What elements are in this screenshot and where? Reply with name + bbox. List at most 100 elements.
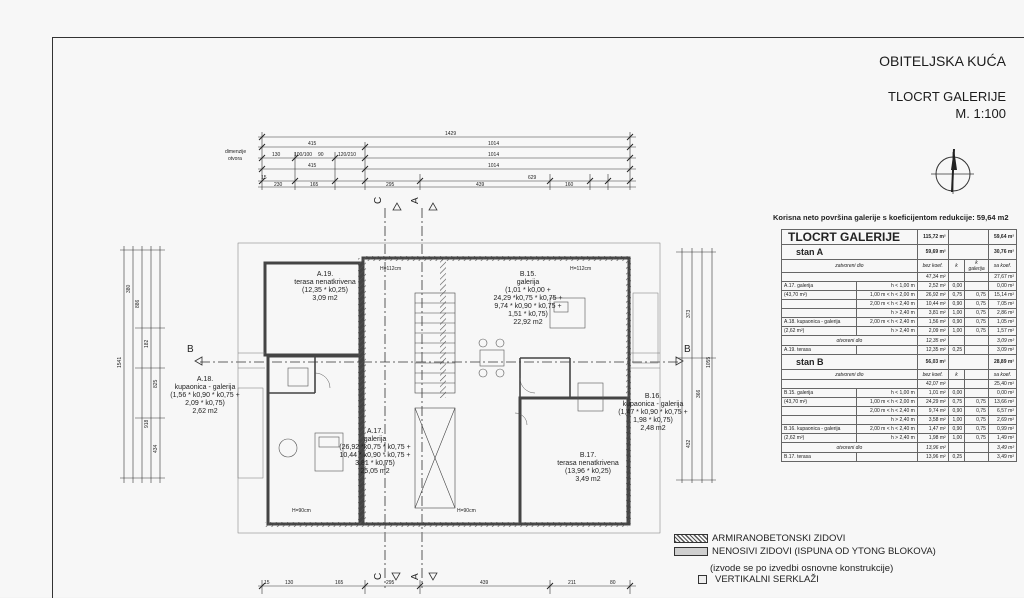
table-cell: [964, 388, 989, 398]
table-cell: [780, 415, 858, 425]
table-cell: 13,66 m²: [987, 397, 1018, 407]
table-cell: 12,35 m²: [916, 345, 949, 355]
dim-top-total: 1429: [445, 131, 456, 137]
room-label-a18: A.18. kupaonica - galerija (1,56 * k0,90…: [170, 376, 240, 415]
dim-right-b: 366: [696, 389, 702, 398]
table-cell: (43,70 m²): [780, 290, 858, 300]
legend-label-concrete: ARMIRANOBETONSKI ZIDOVI: [712, 532, 846, 544]
table-cell: 42,07 m²: [916, 379, 949, 389]
dim-top-r4-b: 230: [274, 182, 283, 188]
table-cell: k: [947, 369, 966, 380]
dim-top-r2-a: 130: [272, 152, 281, 158]
table-cell: 59,69 m²: [916, 244, 949, 260]
table-cell: k galerija: [964, 259, 989, 273]
table-cell: h < 1,00 m: [856, 388, 918, 398]
dim-top-r1-b: 1014: [488, 141, 499, 147]
table-cell: 1,00 m < h < 2,00 m: [856, 397, 918, 407]
wall-hatch: [265, 256, 631, 527]
table-cell: 3,81 m²: [916, 308, 949, 318]
dim-top-r1-a: 415: [308, 141, 317, 147]
dim-left-a: 380: [126, 284, 132, 293]
table-cell: 1,05 m²: [987, 317, 1018, 327]
table-cell: 0,75: [964, 326, 989, 336]
table-cell: 1,00 m < h < 2,00 m: [856, 290, 918, 300]
dim-top-r4-f: 160: [565, 182, 574, 188]
room-label-b15: B.15. galerija (1,01 * k0,00 + 24,29 *k0…: [493, 271, 563, 326]
table-cell: 3,58 m²: [916, 415, 949, 425]
table-cell: 28,89 m²: [987, 354, 1018, 370]
table-cell: stan B: [781, 354, 918, 370]
table-cell: [964, 281, 989, 291]
table-cell: 0,90: [947, 424, 966, 434]
table-cell: A.17. galerija: [780, 281, 858, 291]
table-cell: [964, 335, 989, 346]
table-cell: 0,25: [947, 452, 966, 462]
table-cell: h > 2,40 m: [856, 308, 918, 318]
table-cell: (43,70 m²): [780, 397, 858, 407]
table-cell: sa koef.: [987, 259, 1018, 273]
floor-plan: 1429 415 1014 130 100/100 90 120/210 101…: [117, 131, 716, 594]
dim-left-c: 182: [144, 339, 150, 348]
door-swings: [314, 372, 536, 426]
table-cell: [947, 335, 966, 346]
table-cell: [964, 272, 989, 282]
table-cell: 0,75: [947, 290, 966, 300]
table-cell: 25,40 m²: [987, 379, 1018, 389]
table-cell: 13,96 m²: [916, 452, 949, 462]
table-cell: 3,49 m²: [987, 452, 1018, 462]
table-cell: B.17. terasa: [780, 452, 858, 462]
table-cell: bez koef.: [916, 259, 949, 273]
legend: ARMIRANOBETONSKI ZIDOVI NENOSIVI ZIDOVI …: [674, 531, 1014, 595]
table-cell: 30,76 m²: [987, 244, 1018, 260]
table-cell: 59,64 m²: [987, 229, 1018, 245]
table-cell: 0,90: [947, 299, 966, 309]
dim-top-r2-d: 120/210: [338, 152, 356, 158]
table-cell: 0,75: [964, 308, 989, 318]
table-cell: TLOCRT GALERIJE: [781, 229, 918, 245]
table-cell: [947, 272, 966, 282]
table-cell: 24,29 m²: [916, 397, 949, 407]
table-cell: [964, 452, 989, 462]
table-cell: 0,75: [964, 317, 989, 327]
table-cell: h > 2,40 m: [856, 433, 918, 443]
dimension-lines-right: [676, 248, 716, 483]
room-label-b16: B.16. kupaonica - galerija (1,47 * k0,90…: [618, 393, 688, 432]
drawing-subtitle: TLOCRT GALERIJE: [888, 89, 1006, 104]
square-swatch-icon: [698, 574, 707, 584]
table-cell: 0,00: [947, 281, 966, 291]
section-mark-c-bottom: C: [373, 573, 384, 580]
table-cell: 1,56 m²: [916, 317, 949, 327]
legend-item-note: (izvode se po izvedbi osnovne konstrukci…: [710, 558, 893, 574]
table-cell: 56,03 m²: [916, 354, 949, 370]
table-cell: zatvoreni dio: [781, 369, 918, 380]
height-label-4: H=90cm: [457, 508, 476, 514]
table-cell: (2,62 m²): [780, 326, 858, 336]
height-label-2: H=112cm: [380, 266, 401, 272]
staircase: [414, 292, 456, 394]
table-cell: [780, 299, 858, 309]
table-cell: [781, 272, 918, 282]
dim-top-r4-a: 15: [261, 175, 267, 181]
table-cell: 0,90: [947, 406, 966, 416]
drawing-title: OBITELJSKA KUĆA: [879, 53, 1006, 69]
table-cell: B.16. kupaonica - galerija: [780, 424, 858, 434]
grey-swatch-icon: [674, 546, 708, 556]
hatch-swatch-icon: [674, 533, 708, 543]
furniture: [278, 297, 604, 472]
section-mark-b-left: B: [187, 344, 194, 355]
